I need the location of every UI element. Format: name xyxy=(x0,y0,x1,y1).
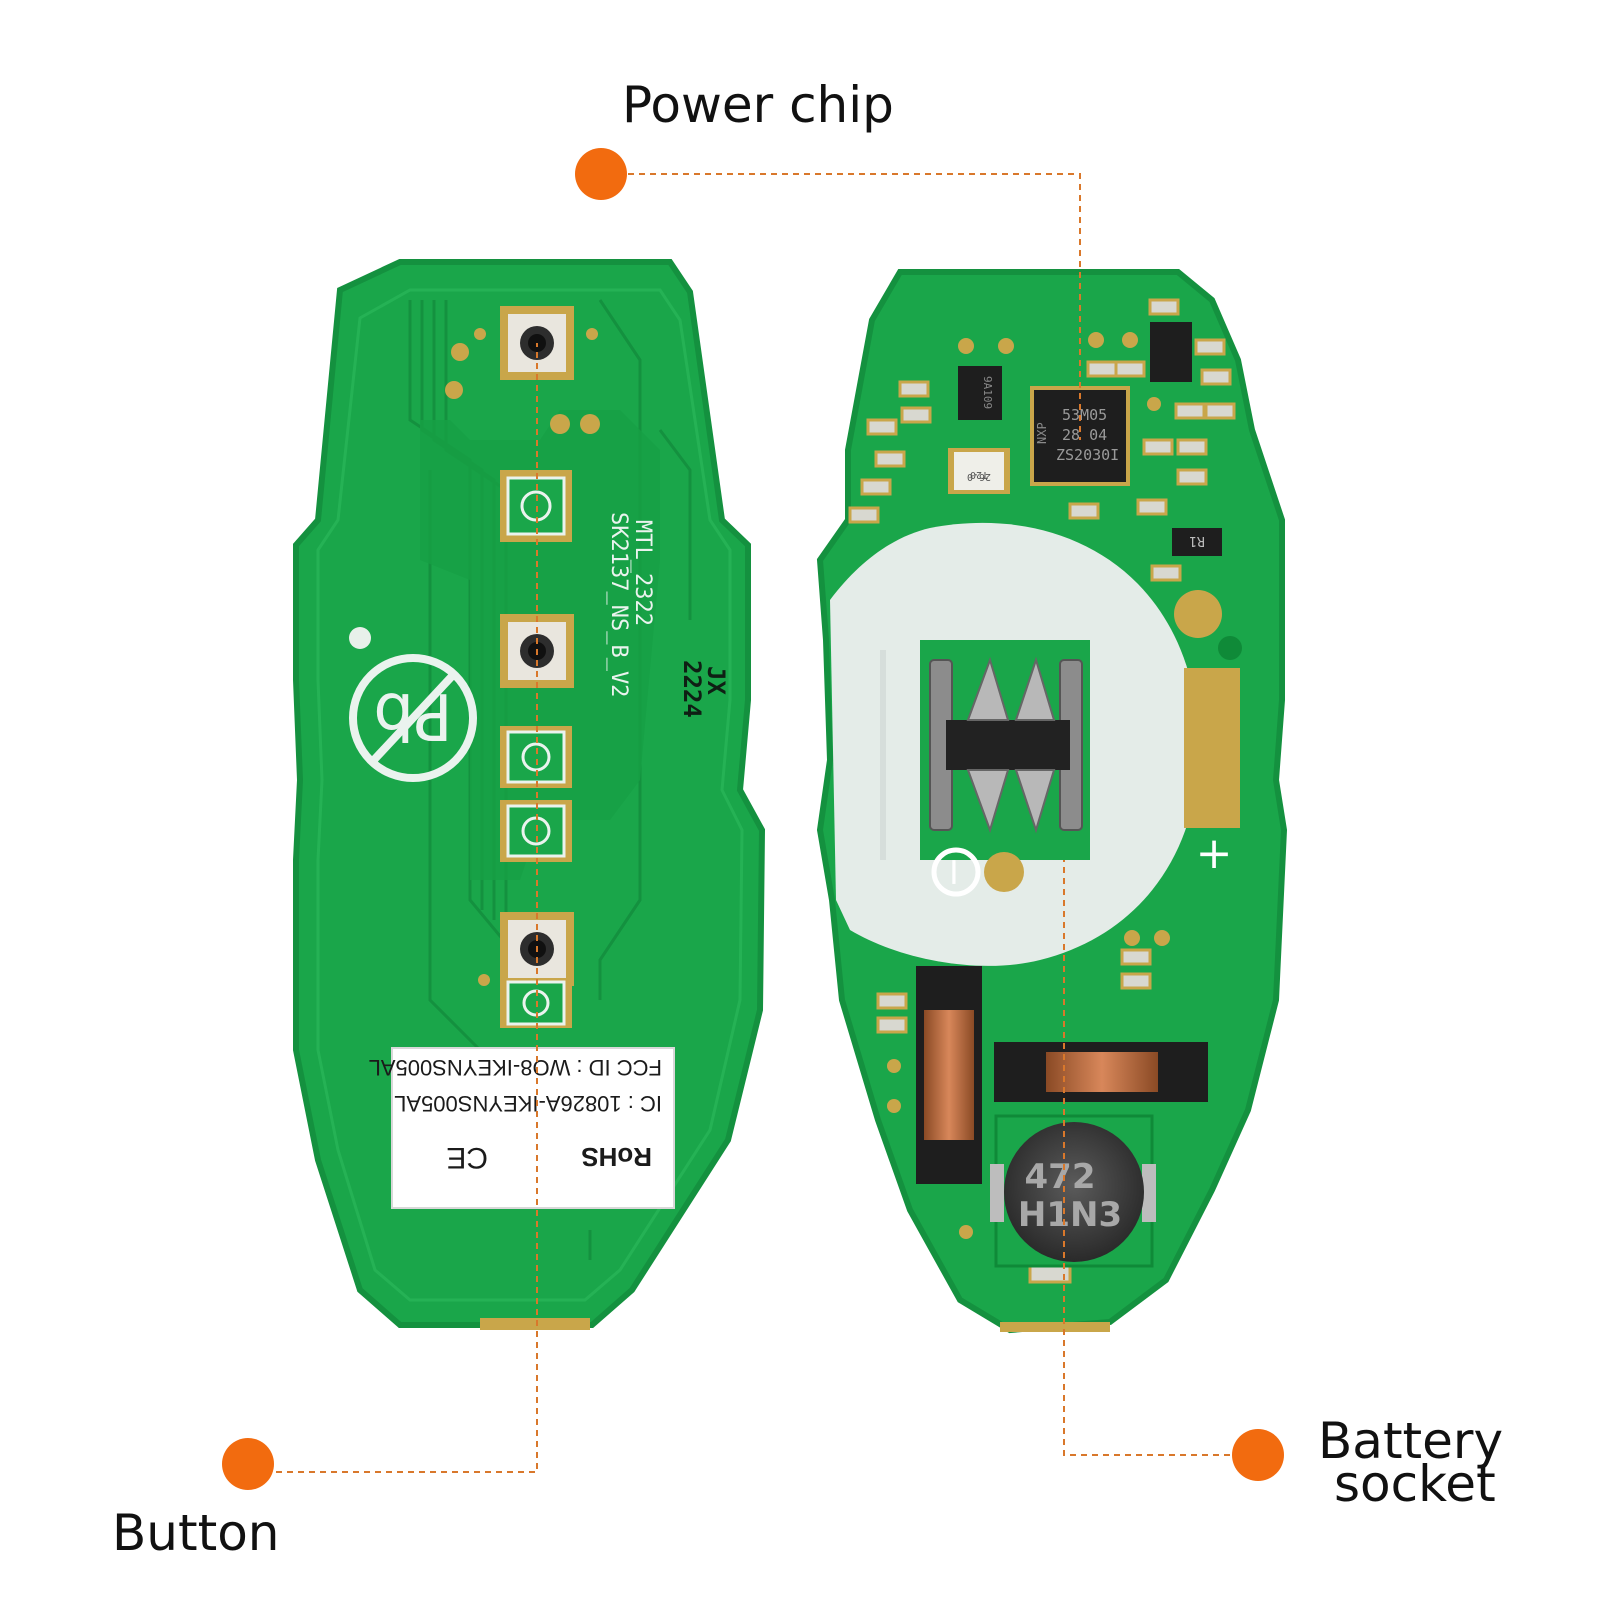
battery-leader xyxy=(1063,860,1230,1456)
power-inductor: 472 H1N3 xyxy=(990,1114,1156,1268)
positive-contact-pad xyxy=(1174,590,1222,638)
positive-contact-strip xyxy=(1184,668,1240,828)
horizontal-coil xyxy=(994,1042,1208,1102)
vertical-coil xyxy=(916,966,982,1184)
small-chip-2 xyxy=(1150,322,1192,382)
smd-passives xyxy=(848,298,1236,1284)
left-pads xyxy=(445,328,600,986)
chip-line2: 28 04 xyxy=(1062,426,1107,444)
battery-callout-dot xyxy=(1232,1429,1284,1481)
label-fcc: FCC ID : WO8-IKEYNS005AL xyxy=(369,1055,662,1080)
model-line1: MTL_2322 xyxy=(630,520,655,626)
small-chip-text: 9A109 xyxy=(981,376,994,409)
r1-mark: R1 xyxy=(1189,533,1205,548)
right-contact xyxy=(1000,1322,1110,1332)
pb-free-symbol: Pb xyxy=(349,654,477,782)
code-line1: JX xyxy=(702,666,730,695)
button-leader xyxy=(276,343,538,1473)
left-board-inner-edge xyxy=(316,288,744,1302)
right-board: − + NXP 53M05 28 04 ZS2030I 26.0 T20 9A1… xyxy=(816,269,1288,1334)
crystal-line2: T20 xyxy=(970,469,988,480)
left-contact xyxy=(480,1318,590,1330)
power-chip-callout-dot xyxy=(575,148,627,200)
callout-leaders xyxy=(276,173,1230,1473)
minus-mark-ring xyxy=(931,847,981,897)
battery-socket-label: Battery socket xyxy=(1318,1412,1504,1513)
plus-mark: + xyxy=(1196,828,1233,879)
right-pads xyxy=(887,332,1170,1239)
label-ic: IC : 10826A-IKEYNS005AL xyxy=(394,1091,662,1116)
chip-line1: 53M05 xyxy=(1062,406,1107,424)
left-silkscreen: MTL_2322 SK2137_NS_B_V2 JX 2224 xyxy=(606,512,730,718)
pb-symbol-text: Pb xyxy=(373,678,452,752)
inductor-line1: 472 xyxy=(1025,1157,1096,1197)
crystal-line1: 26.0 xyxy=(967,471,991,482)
battery-label-line1: Battery xyxy=(1318,1412,1504,1470)
battery-label-line2: socket xyxy=(1334,1455,1496,1513)
power-chip-label: Power chip xyxy=(622,76,894,134)
crystal: 26.0 T20 xyxy=(948,448,1010,494)
certification-label: RoHS CE IC : 10826A-IKEYNS005AL FCC ID :… xyxy=(369,1047,675,1209)
button-callout-dot xyxy=(222,1438,274,1490)
small-chip: 9A109 xyxy=(958,366,1002,420)
r1-component: R1 xyxy=(1172,528,1222,556)
chip-line3: ZS2030I xyxy=(1056,446,1119,464)
label-rohs: RoHS xyxy=(581,1142,652,1172)
left-board: Pb MTL_2322 SK2137_NS_B_V2 JX 2224 RoHS … xyxy=(293,259,766,1330)
power-chip-leader xyxy=(628,173,1081,440)
battery-socket xyxy=(920,640,1090,860)
inductor-line2: H1N3 xyxy=(1018,1195,1122,1235)
code-line2: 2224 xyxy=(678,660,706,718)
right-mounting-hole xyxy=(1218,636,1242,660)
button-footprint xyxy=(500,726,572,788)
chip-brand: NXP xyxy=(1035,422,1049,444)
minus-mark: − xyxy=(933,856,977,888)
model-line2: SK2137_NS_B_V2 xyxy=(606,512,631,697)
negative-contact-pad xyxy=(984,852,1024,892)
button-label: Button xyxy=(112,1504,280,1562)
left-mounting-hole xyxy=(349,627,371,649)
label-ce: CE xyxy=(446,1141,488,1174)
power-chip: NXP 53M05 28 04 ZS2030I xyxy=(1030,386,1130,486)
